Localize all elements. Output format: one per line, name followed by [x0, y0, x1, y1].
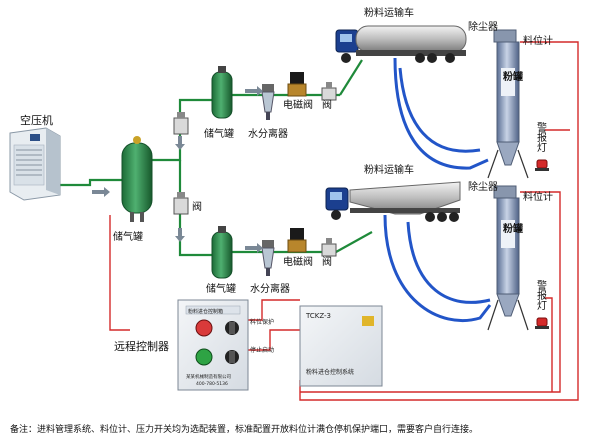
solenoid-valve-lower — [287, 228, 307, 253]
level-meter-lower-label: 料位计 — [523, 190, 553, 203]
remote-panel-company: 某某机械制造有限公司 — [186, 373, 231, 380]
silo-upper — [487, 29, 529, 179]
small-tank-lower-label: 储气罐 — [206, 282, 236, 295]
solenoid-upper-label: 电磁阀 — [283, 98, 313, 111]
solenoid-lower-label: 电磁阀 — [283, 255, 313, 268]
valve-upper — [321, 82, 337, 101]
remote-controller-panel — [177, 299, 249, 391]
silo-lower — [487, 185, 529, 331]
level-meter-upper-label: 料位计 — [523, 34, 553, 47]
remote-panel-tag-2: 停止启动 — [250, 346, 274, 354]
footnote: 备注：进料管理系统、料位计、压力开关均为选配装置，标准配置开放料位计满仓停机保护… — [10, 423, 478, 435]
valve-lower-label: 阀 — [322, 255, 332, 268]
silo-lower-text-1: 粉罐 — [503, 222, 523, 235]
valve-upper-label: 阀 — [322, 98, 332, 111]
valve-mid-label: 阀 — [192, 200, 202, 213]
truck-lower-label: 粉料运输车 — [364, 163, 414, 176]
alarm-lamp-lower — [535, 317, 549, 329]
silo-control-box — [299, 305, 383, 387]
pipe-valve-lower — [173, 192, 189, 215]
pipe-valve-upper — [173, 112, 189, 135]
remote-panel-phone: 400-780-5136 — [196, 381, 228, 387]
small-tank-upper — [211, 66, 233, 119]
material-hoses — [383, 57, 492, 323]
control-box-brand: 粉料进仓控制系统 — [306, 368, 354, 376]
separator-lower-label: 水分离器 — [250, 282, 290, 295]
small-tank-upper-label: 储气罐 — [204, 127, 234, 140]
air-compressor — [9, 127, 61, 201]
remote-controller-label: 远程控制器 — [114, 339, 169, 353]
dust-collector-upper-label: 除尘器 — [468, 20, 498, 33]
water-separator-lower — [261, 240, 275, 276]
signal-wiring — [109, 41, 579, 401]
alarm-lamp-upper — [535, 159, 549, 171]
powder-truck-upper — [335, 25, 467, 63]
water-separator-upper — [261, 84, 275, 120]
main-air-tank — [121, 136, 153, 222]
control-box-title: TCKZ-3 — [305, 312, 331, 320]
silo-upper-text-1: 粉罐 — [503, 70, 523, 83]
remote-panel-title: 粉料进仓控制箱 — [188, 308, 223, 315]
main-tank-label: 储气罐 — [113, 230, 143, 243]
remote-panel-tag-1: 料位保护 — [250, 318, 274, 326]
small-tank-lower — [211, 226, 233, 279]
compressor-label: 空压机 — [20, 113, 53, 127]
powder-truck-lower — [325, 181, 461, 222]
flow-arrows — [92, 86, 263, 253]
alarm-upper-label: 警报灯 — [535, 121, 547, 153]
dust-collector-lower-label: 除尘器 — [468, 180, 498, 193]
solenoid-valve-upper — [287, 72, 307, 97]
truck-upper-label: 粉料运输车 — [364, 6, 414, 19]
alarm-lower-label: 警报灯 — [535, 279, 547, 311]
valve-lower — [321, 238, 337, 257]
separator-upper-label: 水分离器 — [248, 127, 288, 140]
